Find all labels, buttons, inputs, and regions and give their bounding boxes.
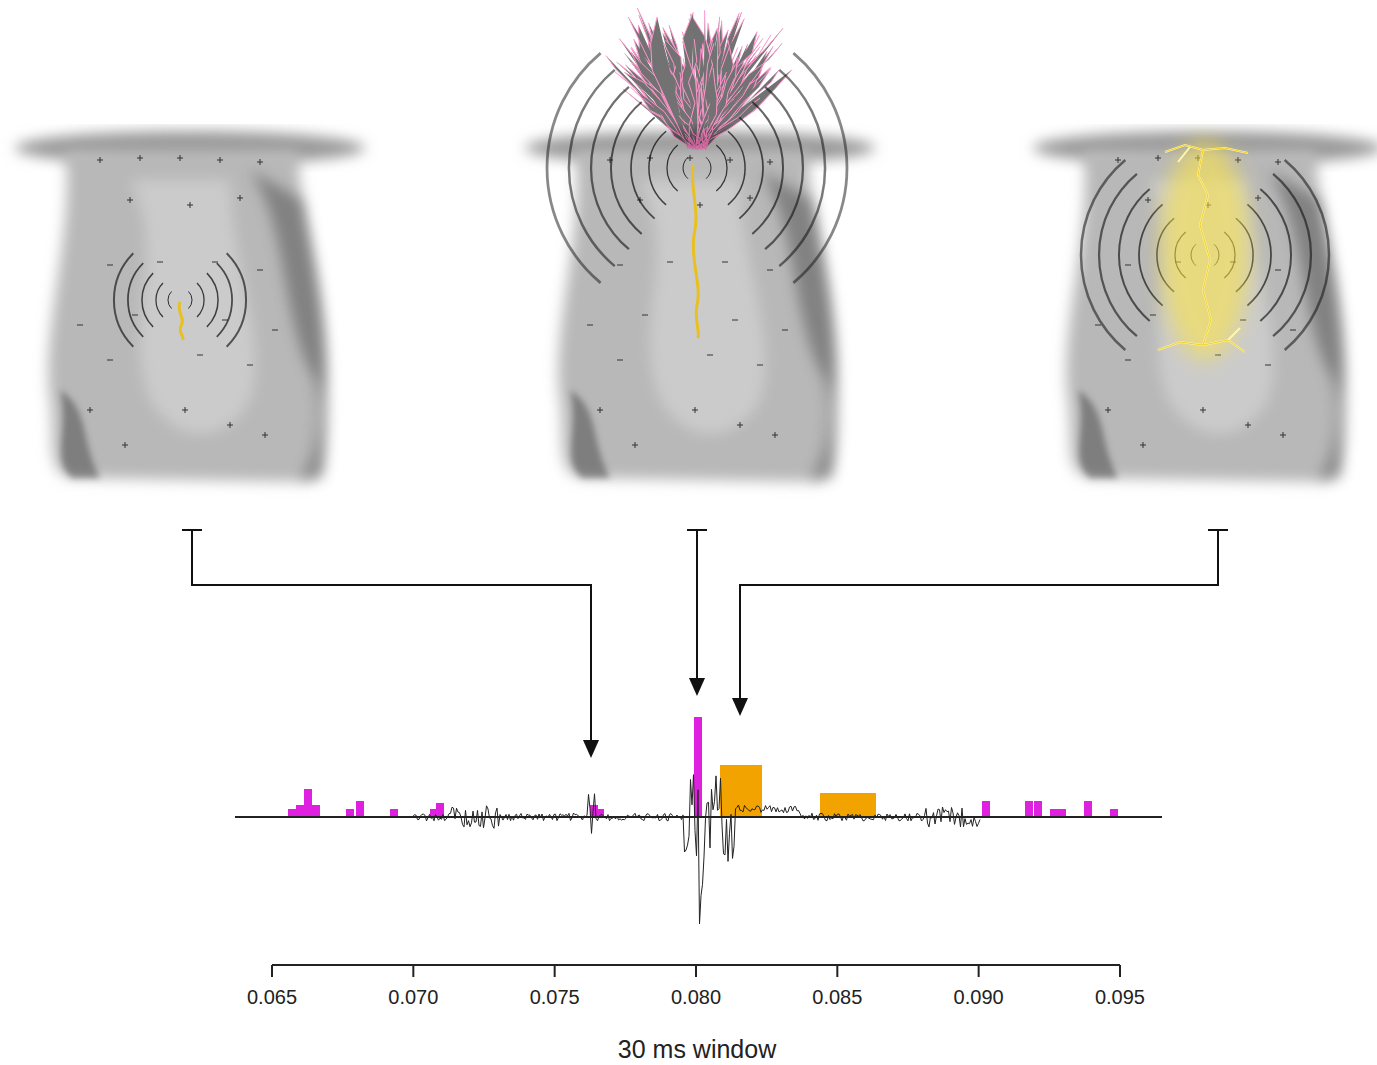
thundercloud	[15, 131, 1377, 482]
pink-burst	[606, 8, 792, 150]
axis-tick-label: 0.070	[388, 986, 438, 1009]
waveform	[413, 775, 980, 924]
radio-waves	[114, 53, 1329, 350]
magenta-bars	[288, 717, 1118, 817]
leader-arrows	[182, 530, 1228, 742]
lightning-channels	[179, 140, 1250, 360]
baseline	[235, 816, 1162, 818]
axis-tick-label: 0.065	[247, 986, 297, 1009]
charge-symbols	[77, 155, 1296, 448]
axis-tick-label: 0.095	[1095, 986, 1145, 1009]
arrowheads	[583, 678, 748, 758]
axis-tick-label: 0.090	[954, 986, 1004, 1009]
time-axis	[272, 965, 1120, 977]
axis-tick-label: 0.075	[530, 986, 580, 1009]
axis-title: 30 ms window	[618, 1035, 776, 1064]
axis-tick-label: 0.080	[671, 986, 721, 1009]
axis-tick-label: 0.085	[812, 986, 862, 1009]
